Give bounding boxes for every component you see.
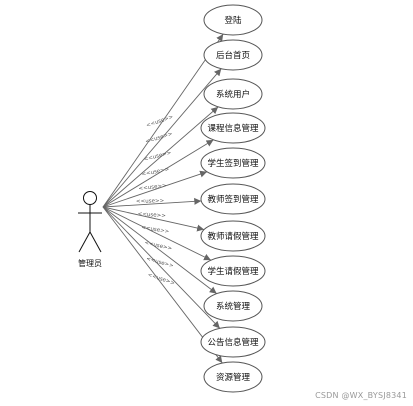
association-line xyxy=(102,106,219,208)
stereotype-label: <<use>> xyxy=(136,198,165,205)
watermark: CSDN @WX_BYSJ8341 xyxy=(315,391,407,400)
use-case-student-leave[interactable]: 学生请假管理 xyxy=(200,255,266,287)
association-line xyxy=(102,139,214,208)
stereotype-labels: <<use>> <<use>> <<use>> <<use>> <<use>> <<use… xyxy=(136,114,176,287)
association-line xyxy=(102,68,222,208)
use-case-label: 资源管理 xyxy=(216,372,251,383)
use-case-admin-home[interactable]: 后台首页 xyxy=(203,39,263,71)
association-line xyxy=(102,170,208,208)
use-case-label: 学生请假管理 xyxy=(207,266,259,277)
association-line xyxy=(102,206,217,294)
use-case-label: 教师签到管理 xyxy=(207,194,259,205)
use-case-label: 课程信息管理 xyxy=(207,123,259,134)
use-case-system-users[interactable]: 系统用户 xyxy=(203,78,263,110)
use-case-announcement-info[interactable]: 公告信息管理 xyxy=(200,326,266,358)
use-case-student-checkin[interactable]: 学生签到管理 xyxy=(200,147,266,179)
use-cases: 登陆 后台首页 系统用户 课程信息管理 学生签到管理 教师签到管理 教师请假管理 xyxy=(200,4,266,393)
use-case-label: 公告信息管理 xyxy=(207,337,259,348)
use-case-label: 登陆 xyxy=(224,15,242,26)
use-case-label: 学生签到管理 xyxy=(207,158,259,169)
association-line xyxy=(102,206,221,329)
actor-label: 管理员 xyxy=(78,258,102,268)
actor-right-leg xyxy=(89,231,102,253)
use-case-label: 教师请假管理 xyxy=(207,231,259,242)
association-line xyxy=(102,206,212,261)
stereotype-label: <<use>> xyxy=(138,183,167,192)
use-case-resource-management[interactable]: 资源管理 xyxy=(203,361,263,393)
use-case-teacher-checkin[interactable]: 教师签到管理 xyxy=(200,183,266,215)
association-line xyxy=(102,33,224,208)
use-case-label: 系统管理 xyxy=(216,301,251,312)
stereotype-label: <<use>> xyxy=(145,131,174,145)
stereotype-label: <<use>> xyxy=(143,150,172,163)
use-case-label: 系统用户 xyxy=(216,89,250,100)
association-line xyxy=(102,206,205,232)
stereotype-label: <<use>> xyxy=(141,167,170,178)
actor-left-leg xyxy=(78,231,91,253)
use-case-login[interactable]: 登陆 xyxy=(203,4,263,36)
association-line xyxy=(102,197,202,208)
stereotype-label: <<use>> xyxy=(144,240,173,252)
use-case-course-info[interactable]: 课程信息管理 xyxy=(200,112,266,144)
actor-head xyxy=(83,191,97,205)
stereotype-label: <<use>> xyxy=(141,225,170,235)
stereotype-label: <<use>> xyxy=(137,211,166,219)
use-case-label: 后台首页 xyxy=(216,50,250,61)
use-case-system-management[interactable]: 系统管理 xyxy=(203,290,263,322)
stereotype-label: <<use>> xyxy=(147,272,176,287)
stereotype-label: <<use>> xyxy=(146,114,175,129)
use-case-teacher-leave[interactable]: 教师请假管理 xyxy=(200,220,266,252)
actor-figure xyxy=(78,191,102,253)
